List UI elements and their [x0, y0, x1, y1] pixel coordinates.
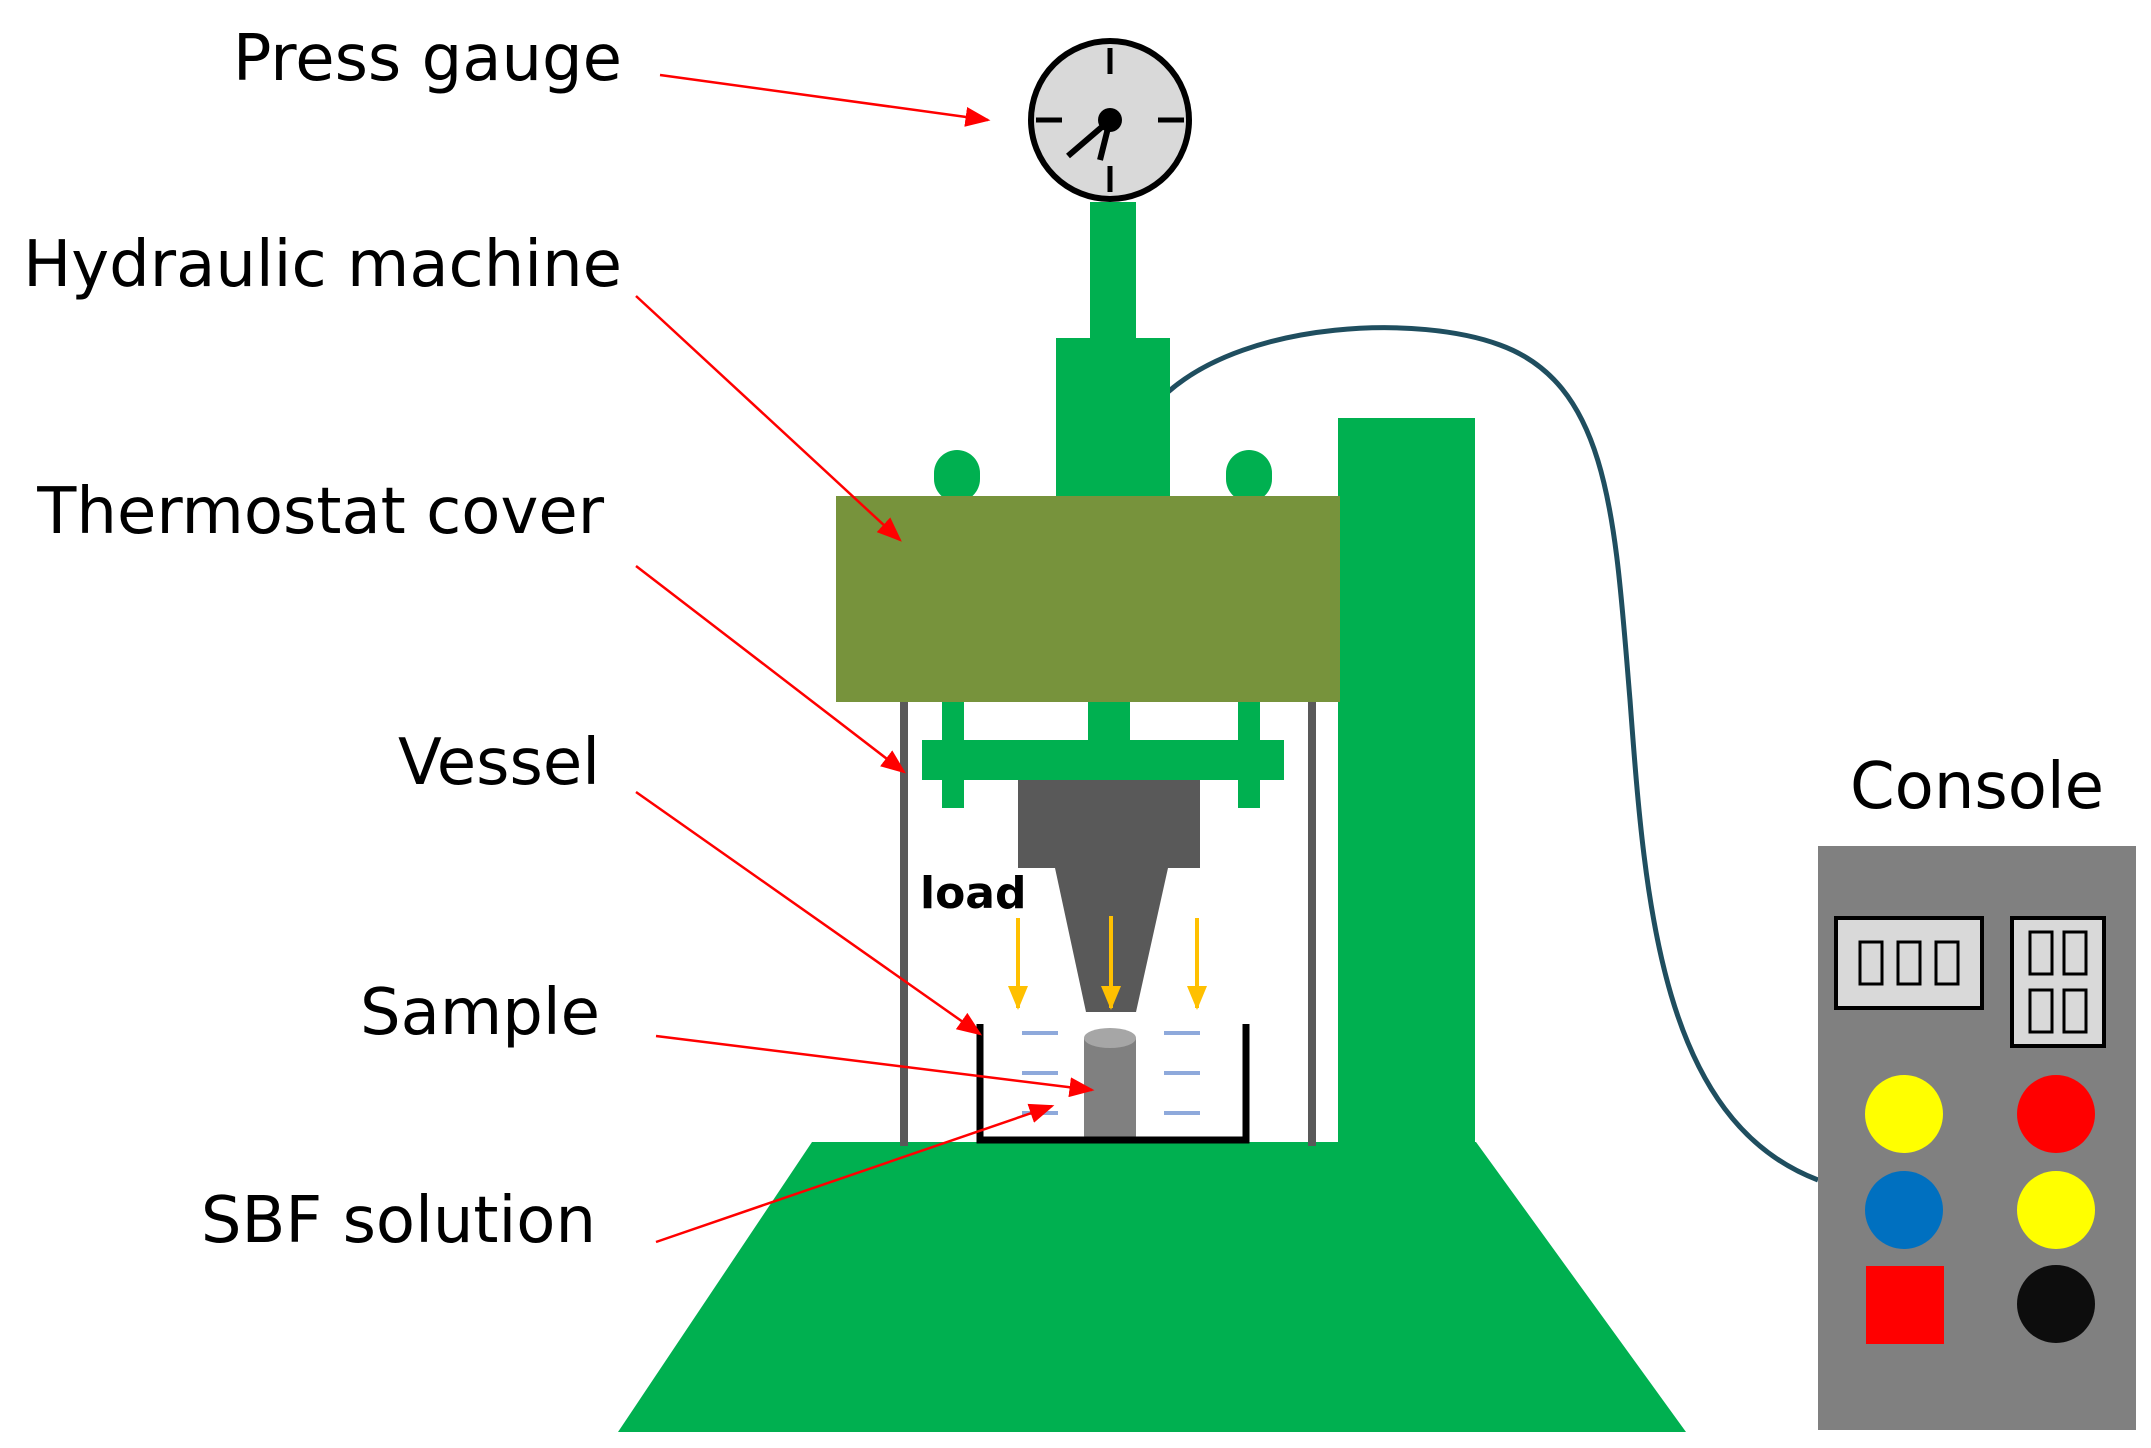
pointer-thermostat-cover: [635, 565, 906, 774]
gauge-stem: [1090, 202, 1136, 342]
thermostat-cover: [836, 496, 1340, 702]
console-button-black[interactable]: [2017, 1265, 2095, 1343]
console-button-yellow-1[interactable]: [1865, 1075, 1943, 1153]
label-console: Console: [1850, 750, 2104, 824]
console: [1818, 846, 2136, 1430]
cable: [1166, 325, 1819, 1183]
label-press-gauge: Press gauge: [233, 22, 622, 96]
label-thermostat-cover: Thermostat cover: [36, 475, 604, 549]
guide-rod-right: [1308, 702, 1316, 1146]
console-button-yellow-2[interactable]: [2017, 1171, 2095, 1249]
machine-base: [618, 1142, 1686, 1432]
sample-cylinder: [1084, 1028, 1136, 1142]
console-display-left: [1834, 916, 1984, 1010]
crosshead-bar: [922, 740, 1284, 780]
pointer-sbf-solution: [655, 1103, 1055, 1244]
label-sbf-solution: SBF solution: [201, 1184, 596, 1258]
cover-bolt-right: [1226, 450, 1272, 502]
console-display-right: [2010, 916, 2106, 1048]
console-button-red[interactable]: [2017, 1075, 2095, 1153]
vessel: [976, 1024, 1250, 1144]
load-label: load: [920, 868, 1027, 919]
pointer-hydraulic-machine: [635, 295, 902, 542]
press-gauge: [1028, 38, 1192, 202]
label-hydraulic-machine: Hydraulic machine: [23, 228, 622, 302]
pointer-press-gauge: [659, 73, 991, 127]
label-sample: Sample: [360, 976, 600, 1050]
label-vessel: Vessel: [398, 726, 600, 800]
hydraulic-cylinder: [1056, 338, 1170, 500]
pointer-arrows: [635, 73, 1095, 1244]
guide-rod-left: [900, 702, 908, 1146]
plunger-block: [1018, 780, 1200, 868]
pointer-sample: [655, 1034, 1095, 1098]
pointer-vessel: [635, 790, 983, 1036]
console-button-red-square[interactable]: [1866, 1266, 1944, 1344]
cover-bolt-left: [934, 450, 980, 502]
machine-column: [1338, 418, 1475, 1148]
console-button-blue[interactable]: [1865, 1171, 1943, 1249]
